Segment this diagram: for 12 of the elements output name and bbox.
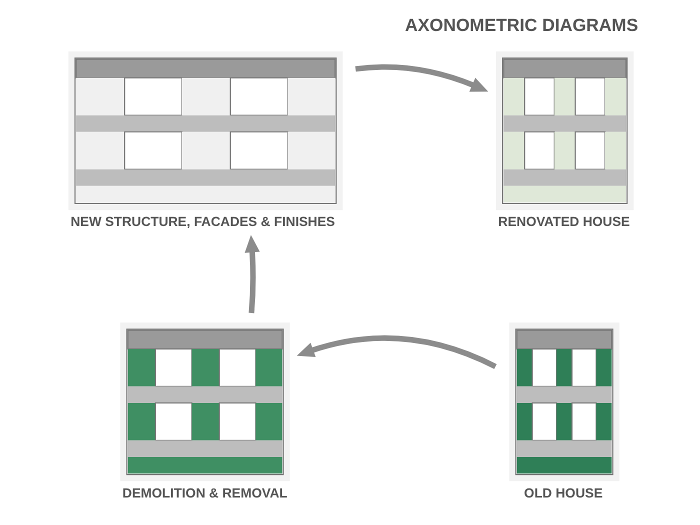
node-label: RENOVATED HOUSE <box>498 214 630 229</box>
diagram-title: AXONOMETRIC DIAGRAMS <box>404 14 638 34</box>
arrow <box>244 234 260 313</box>
node-picture <box>120 322 290 481</box>
node-label: DEMOLITION & REMOVAL <box>122 484 287 500</box>
arrow <box>296 334 496 369</box>
arrow <box>354 64 488 92</box>
node-label: NEW STRUCTURE, FACADES & FINISHES <box>70 214 334 229</box>
node-picture <box>495 50 634 210</box>
node-picture <box>508 322 619 481</box>
node-label: OLD HOUSE <box>524 484 602 500</box>
node-picture <box>68 50 342 210</box>
